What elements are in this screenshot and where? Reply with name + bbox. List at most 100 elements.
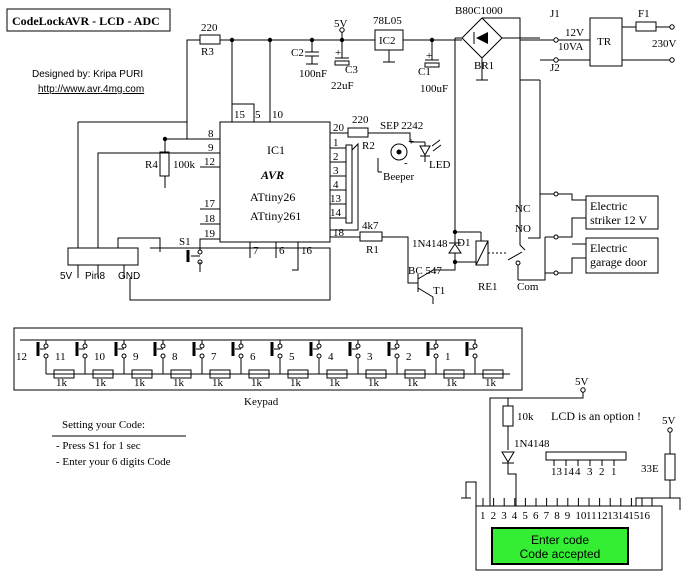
- header-gnd: GND: [118, 271, 140, 282]
- com-label: Com: [517, 281, 539, 293]
- keypad-key-label: 12: [16, 351, 27, 363]
- keypad-resistor-label: 1k: [446, 377, 458, 389]
- svg-text:1: 1: [333, 137, 339, 149]
- mcu-brand: AVR: [260, 168, 284, 182]
- lcd-upper-pin-label: 14: [563, 466, 575, 478]
- url-link[interactable]: http://www.avr.4mg.com: [38, 84, 144, 95]
- svg-text:17: 17: [204, 198, 216, 210]
- svg-text:20: 20: [333, 122, 345, 134]
- svg-text:4: 4: [333, 179, 339, 191]
- resistor-r2: [347, 127, 369, 138]
- s1-label[interactable]: S1: [179, 236, 191, 248]
- keypad-resistor-label: 1k: [173, 377, 185, 389]
- r2-ref: R2: [362, 140, 375, 152]
- lcd-pin-label: 13: [607, 510, 619, 522]
- lcd-pin-label: 14: [618, 510, 630, 522]
- lcd-pin-label: 2: [491, 510, 497, 522]
- svg-text:9: 9: [208, 142, 214, 154]
- resistor-r1: [359, 231, 383, 242]
- svg-text:14: 14: [330, 207, 342, 219]
- author-text: Designed by: Kripa PURI: [32, 69, 143, 80]
- mcu-model-1: ATtiny26: [250, 190, 295, 204]
- ic2-ref: IC2: [379, 35, 396, 47]
- lcd-5v-b: 5V: [662, 415, 676, 427]
- regulator-name: 78L05: [373, 15, 402, 27]
- t1-ref: T1: [433, 285, 445, 297]
- keypad-key-label: 5: [289, 351, 295, 363]
- mains-label: 230V: [652, 38, 677, 50]
- lcd-pin-label: 1: [480, 510, 486, 522]
- r2-value: 220: [352, 114, 369, 126]
- c2-ref: C2: [291, 47, 304, 59]
- lcd-upper-pin-label: 3: [587, 466, 593, 478]
- keypad-key-label: 8: [172, 351, 178, 363]
- header-5v: 5V: [60, 271, 73, 282]
- va-label: 10VA: [558, 41, 584, 53]
- keypad-resistor-label: 1k: [290, 377, 302, 389]
- r33e-label: 33E: [641, 463, 659, 475]
- lcd-pin-label: 15: [628, 510, 640, 522]
- keypad-label: Keypad: [244, 396, 279, 408]
- lcd-pin-label: 11: [586, 510, 597, 522]
- keypad-resistor-label: 1k: [212, 377, 224, 389]
- c1-ref: C1: [418, 66, 431, 78]
- lcd-diode: [501, 451, 515, 463]
- svg-text:5: 5: [255, 109, 261, 121]
- keypad-resistor-label: 1k: [329, 377, 341, 389]
- keypad-resistor-label: 1k: [95, 377, 107, 389]
- svg-text:18: 18: [333, 227, 345, 239]
- c3-value: 22uF: [331, 80, 354, 92]
- mcu-ref: IC1: [267, 143, 285, 157]
- lcd-screen: [491, 527, 629, 565]
- no-label: NO: [515, 223, 531, 235]
- svg-text:2: 2: [333, 151, 339, 163]
- keypad-resistor-label: 1k: [368, 377, 380, 389]
- keypad-resistor-label: 1k: [56, 377, 68, 389]
- lcd-pin-label: 3: [501, 510, 507, 522]
- c2-value: 100nF: [299, 68, 327, 80]
- keypad-key-label: 3: [367, 351, 373, 363]
- lcd-pin-label: 10: [575, 510, 587, 522]
- striker-line-2: striker 12 V: [590, 213, 647, 227]
- svg-text:15: 15: [234, 109, 246, 121]
- lcd-line-2: Code accepted: [520, 547, 601, 561]
- lcd-5v-a: 5V: [575, 376, 589, 388]
- lcd-bus: [345, 144, 353, 224]
- lcd-pin-label: 9: [565, 510, 571, 522]
- c3-ref: C3: [345, 64, 358, 76]
- resistor-r4: [159, 151, 170, 177]
- svg-text:13: 13: [330, 193, 342, 205]
- lcd-upper-pin-label: 13: [551, 466, 563, 478]
- keypad-frame: [13, 327, 523, 391]
- bridge-name: B80C1000: [455, 5, 503, 17]
- svg-text:10: 10: [272, 109, 284, 121]
- r10k-label: 10k: [517, 411, 534, 423]
- d1-name: 1N4148: [412, 238, 448, 250]
- svg-text:8: 8: [208, 128, 214, 140]
- resistor-10k: [502, 405, 514, 427]
- led-label: LED: [429, 159, 450, 171]
- svg-text:+: +: [335, 47, 341, 59]
- j2-label: J2: [550, 62, 560, 74]
- lcd-diode-label: 1N4148: [514, 438, 550, 450]
- j1-label: J1: [550, 8, 560, 20]
- garage-line-2: garage door: [590, 255, 647, 269]
- led-icon: [419, 145, 431, 157]
- lcd-pin-label: 6: [533, 510, 539, 522]
- svg-text:16: 16: [301, 245, 313, 257]
- r3-ref: R3: [201, 46, 214, 58]
- wire: [186, 39, 200, 130]
- tr-label: TR: [597, 36, 612, 48]
- bridge-ref: BR1: [474, 60, 494, 72]
- keypad-resistor-label: 1k: [485, 377, 497, 389]
- header-pin8: Pin8: [85, 271, 105, 282]
- striker-line-1: Electric: [590, 199, 627, 213]
- keypad-key-label: 4: [328, 351, 334, 363]
- lcd-pin-label: 12: [597, 510, 608, 522]
- lcd-upper-pin-label: 2: [599, 466, 605, 478]
- lcd-pin-label: 5: [522, 510, 528, 522]
- garage-line-1: Electric: [590, 241, 627, 255]
